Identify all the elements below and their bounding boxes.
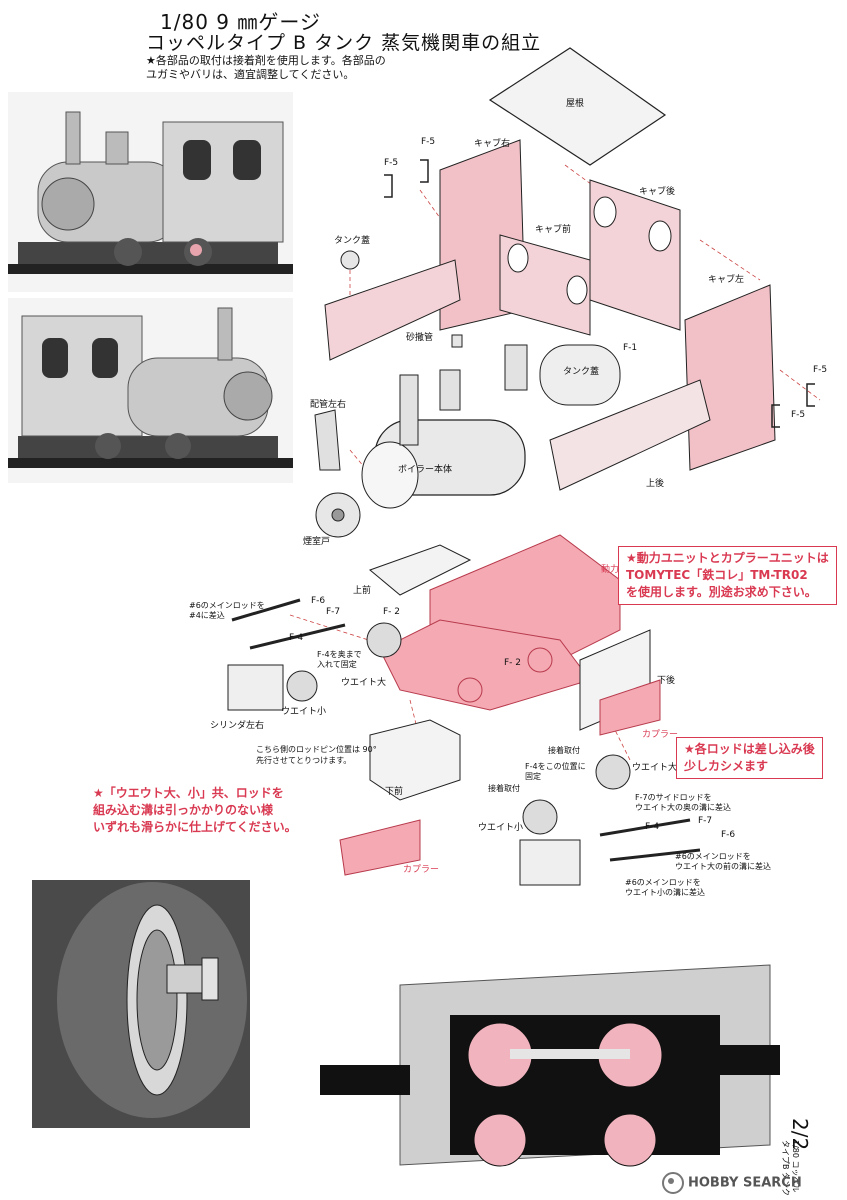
label-sand-pipe: 砂撒管 (406, 333, 434, 343)
callout-weights: ★「ウエウト大、小」共、ロッドを 組み込む溝は引っかかりのない様 いずれも滑らか… (93, 786, 297, 834)
label-power: 動力 (601, 565, 620, 575)
upper-tank-left (324, 259, 461, 361)
label-cab-rear: キャブ後 (639, 187, 676, 197)
label-weight-small-b: ウエイト小 (478, 823, 524, 833)
label-cab-right: キャブ右 (474, 139, 511, 149)
label-f2-a: F- 2 (383, 607, 401, 617)
power-unit (379, 534, 621, 711)
label-smokebox-door: 煙室戸 (303, 537, 331, 547)
label-coupler-b: カプラー (403, 865, 440, 875)
label-f6-a: F-6 (311, 596, 326, 606)
label-f2-b: F- 2 (504, 658, 522, 668)
label-f7-b: F-7 (698, 816, 713, 826)
label-f4-b: F-4 (645, 822, 660, 832)
roof-part (488, 47, 667, 166)
label-weight-large-a: ウエイト大 (341, 678, 387, 688)
label-f5-b: F-5 (384, 158, 399, 168)
label-f4-pos: F-4をこの位置に 固定 (525, 762, 586, 781)
label-glue-mount-b: 接着取付 (488, 784, 520, 793)
weight-small-wheel-b (522, 799, 558, 835)
label-roof: 屋根 (566, 99, 585, 109)
label-weight-small-a: ウエイト小 (281, 707, 327, 717)
label-f6-b: F-6 (721, 830, 736, 840)
label-f7-side: F-7のサイドロッドを ウエイト大の奥の溝に差込 (635, 793, 731, 812)
label-f7-a: F-7 (326, 607, 341, 617)
hobby-search-watermark: HOBBY SEARCH (662, 1172, 802, 1194)
label-tank-cap-right: タンク蓋 (563, 367, 600, 377)
watermark-text: HOBBY SEARCH (688, 1175, 802, 1191)
label-f5-d: F-5 (791, 410, 806, 420)
weight-large-wheel-b (595, 754, 631, 790)
label-cab-front: キャブ前 (535, 225, 572, 235)
cab-left-part (684, 284, 776, 471)
label-coupler-a: カプラー (642, 730, 679, 740)
piping-part (314, 409, 341, 471)
label-rod-pin-note: こちら側のロッドピン位置は 90° 先行させてとりつけます。 (256, 745, 377, 765)
label-weight-large-b: ウエイト大 (632, 763, 678, 773)
label-lower-front: 下前 (385, 787, 404, 797)
label-f1: F-1 (623, 343, 638, 353)
callout-power-unit: ★動力ユニットとカプラーユニットは TOMYTEC「鉄コレ」TM-TR02 を使… (618, 546, 837, 605)
label-rod6-small: #6のメインロッドを ウエイト小の溝に差込 (625, 878, 705, 897)
cylinder-part (227, 664, 284, 711)
weight-small-wheel-a (286, 670, 318, 702)
photo-locomotive-rear (8, 298, 293, 483)
page-title: コッペルタイプ B タンク 蒸気機関車の組立 (146, 32, 542, 54)
label-f5-c: F-5 (813, 365, 828, 375)
sand-pipe-part (451, 334, 463, 348)
label-f5-a: F-5 (421, 137, 436, 147)
photo-wheel-closeup (32, 880, 250, 1128)
label-rod6-to-4: #6のメインロッドを #4に差込 (189, 601, 265, 620)
photo-underframe (300, 945, 790, 1190)
label-boiler: ボイラー本体 (398, 465, 453, 475)
label-cab-left: キャブ左 (708, 275, 745, 285)
label-upper-front: 上前 (353, 586, 372, 596)
label-lower-rear: 下後 (657, 676, 676, 686)
label-piping: 配管左右 (310, 400, 347, 410)
tank-cap-left-part (340, 250, 360, 270)
label-upper-rear: 上後 (646, 479, 665, 489)
assembly-note: ★各部品の取付は接着剤を使用します。各部品の ユガミやバリは、適宜調整してくださ… (146, 54, 386, 81)
label-cylinder: シリンダ左右 (210, 721, 265, 731)
callout-rods: ★各ロッドは差し込み後 少しカシメます (676, 737, 823, 779)
lower-front-part (369, 719, 461, 801)
tank-part (539, 344, 621, 406)
upper-rear-part (549, 379, 711, 491)
label-rod6-front: #6のメインロッドを ウエイト大の前の溝に差込 (675, 852, 771, 871)
photo-locomotive-front (8, 92, 293, 292)
label-tank-cap-left: タンク蓋 (334, 236, 371, 246)
hobby-search-logo-icon (662, 1172, 684, 1194)
cylinder-right-part (519, 839, 581, 886)
label-f4-fix: F-4を奥まで 入れて固定 (317, 650, 362, 669)
label-glue-mount-a: 接着取付 (548, 746, 580, 755)
upper-front-part (369, 544, 472, 596)
scale-gauge-heading: 1/80 9 ㎜ゲージ (160, 10, 321, 34)
label-f4-a: F-4 (289, 633, 304, 643)
weight-large-wheel-a (366, 622, 402, 658)
